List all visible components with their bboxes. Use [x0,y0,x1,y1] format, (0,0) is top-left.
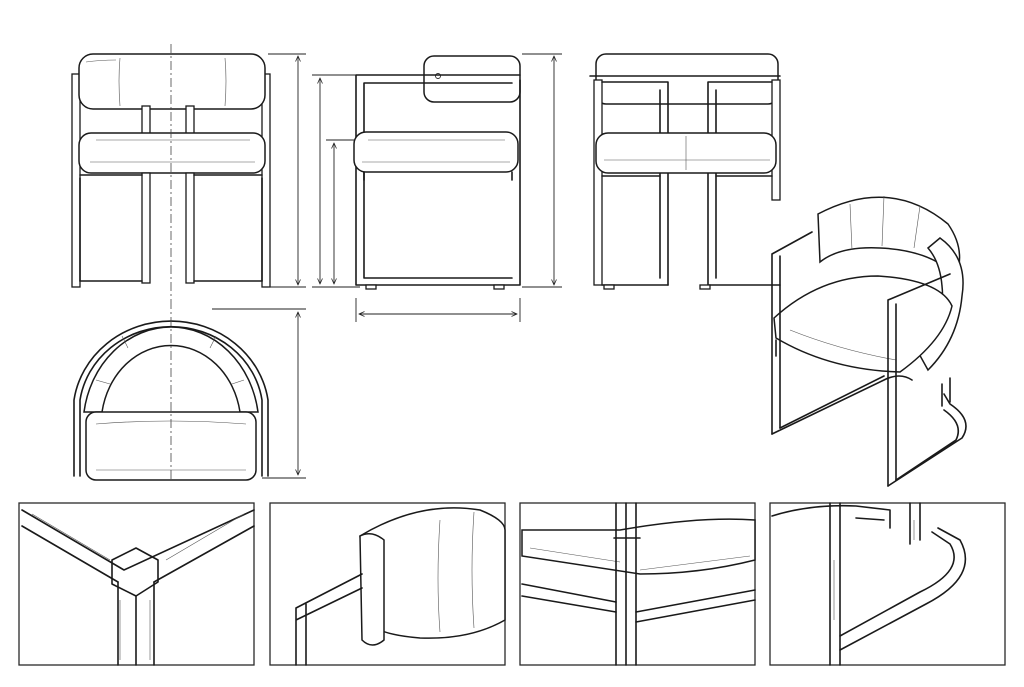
detail-seat-edge [519,502,756,666]
height-dimension-lines [268,53,360,288]
front-view [71,44,271,300]
back-view [589,53,781,290]
perspective-view [771,195,967,487]
detail-backrest-cushion [269,502,506,666]
side-view [353,53,562,322]
detail-base-curve [769,502,1006,666]
detail-frame-corner-joint [18,502,255,666]
top-view [73,300,306,482]
